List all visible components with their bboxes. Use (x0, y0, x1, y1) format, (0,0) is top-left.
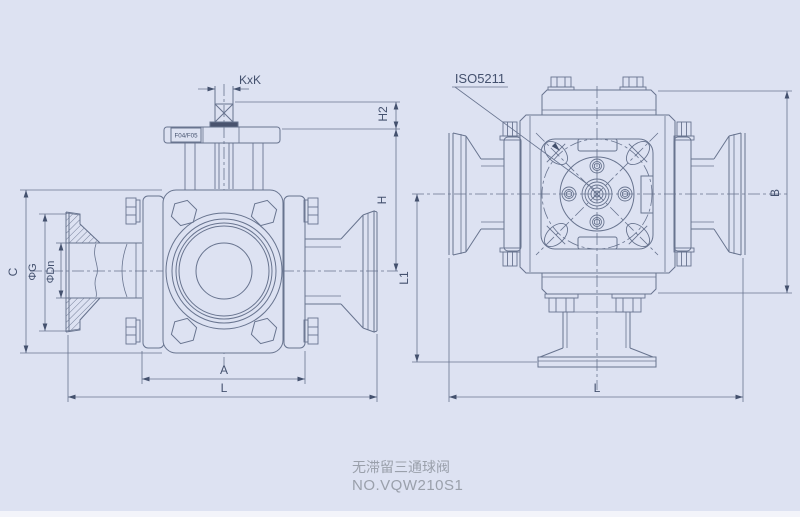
right-port-ferrule-top (691, 132, 746, 256)
iso-leader-line (454, 86, 595, 190)
pipe-break-line (94, 243, 98, 298)
dim-label-l-top: L (594, 381, 601, 395)
dim-label-c: C (6, 267, 20, 276)
plate-bolts (170, 199, 278, 345)
iso5211-label: ISO5211 (455, 71, 505, 86)
pad-notch (640, 175, 653, 214)
left-port-section (65, 211, 142, 333)
right-cap (283, 195, 306, 349)
bottom-port-ferrule (537, 311, 657, 368)
title-block: 无滞留三通球阀 NO.VQW210S1 (352, 459, 463, 494)
top-view (412, 76, 792, 402)
iso-leader-arrow (551, 142, 560, 151)
stem-top (581, 178, 613, 210)
hex-bolt (250, 317, 278, 345)
pad-slot-top (577, 138, 618, 152)
front-view-labels: KxK H2 H F04/F05 C ΦG ΦDn A L (6, 73, 390, 395)
bottom-bolts (544, 293, 646, 313)
pad-label-f04f05: F04/F05 (174, 133, 198, 140)
pad-slot-bottom (577, 236, 618, 250)
ball-edge-curve (121, 243, 128, 298)
dim-label-h: H (375, 196, 389, 205)
hex-bolt (170, 317, 198, 345)
product-name: 无滞留三通球阀 (352, 459, 450, 475)
dim-label-phi-dn: ΦDn (45, 261, 57, 284)
iso-mounting-pad (163, 126, 281, 144)
dim-label-phi-g: ΦG (27, 263, 39, 280)
pad-corner-bolts (543, 140, 651, 248)
valve-body-top (519, 76, 676, 313)
bottom-band (0, 511, 800, 517)
top-bolts (547, 76, 647, 91)
front-view-dimensions (20, 86, 400, 402)
stem-assembly (163, 86, 281, 190)
top-view-dimensions (412, 86, 792, 402)
left-port-ferrule-top (448, 132, 504, 256)
stem-washer (209, 121, 239, 128)
hex-bolt (250, 199, 278, 227)
dim-label-b: B (768, 189, 782, 197)
dim-label-l1: L1 (397, 271, 411, 285)
dim-label-a: A (220, 363, 228, 377)
hex-bolt (170, 199, 198, 227)
iso-pad-top (540, 138, 654, 250)
model-number: NO.VQW210S1 (352, 477, 463, 494)
dim-label-l-front: L (221, 381, 228, 395)
front-view (20, 84, 400, 402)
top-view-labels: ISO5211 B L1 L (397, 71, 782, 395)
bore-circle (195, 242, 253, 300)
dim-label-kxk: KxK (239, 73, 261, 87)
pad-label-box (170, 127, 202, 143)
pad-bolt-holes (561, 158, 633, 230)
valve-body-front (125, 189, 319, 354)
side-bolts-front (125, 197, 319, 345)
stem-neck (184, 143, 264, 190)
dim-label-h2: H2 (376, 106, 390, 122)
right-port-ferrule (305, 210, 378, 333)
